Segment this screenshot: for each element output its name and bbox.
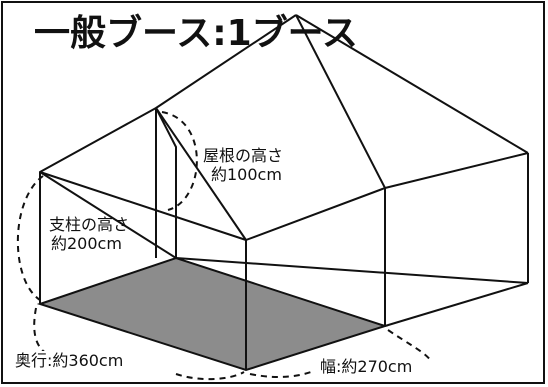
front-left-roof	[155, 107, 247, 241]
ridge-line-top	[295, 14, 529, 154]
depth-text: 奥行:約360cm	[13, 351, 126, 370]
roof-height-text: 屋根の高さ	[203, 146, 284, 165]
mid-roof-line	[295, 14, 386, 189]
width-label: 幅:約270cm	[318, 357, 415, 376]
post-height-label: 支柱の高さ 約200cm	[49, 215, 129, 253]
depth-label: 奥行:約360cm	[13, 351, 126, 370]
width-dim	[249, 370, 315, 378]
post-height-text: 支柱の高さ	[49, 215, 130, 234]
depth-dim	[33, 307, 53, 357]
diagram-title: 一般ブース:1ブース	[34, 13, 358, 54]
post-height-value: 約200cm	[51, 234, 122, 254]
depth-dim-bottom	[175, 371, 245, 381]
roof-height-label: 屋根の高さ 約100cm	[203, 146, 283, 184]
back-floor-edge	[175, 257, 529, 284]
ridge-line	[155, 14, 297, 109]
width-dim-right	[387, 329, 433, 363]
roof-height-value: 約100cm	[211, 165, 282, 185]
right-floor-edge	[384, 282, 529, 327]
post-height-dim	[16, 175, 44, 301]
roof-height-dim	[161, 111, 198, 211]
right-roof-line	[384, 152, 529, 189]
width-text: 幅:約270cm	[318, 357, 415, 376]
